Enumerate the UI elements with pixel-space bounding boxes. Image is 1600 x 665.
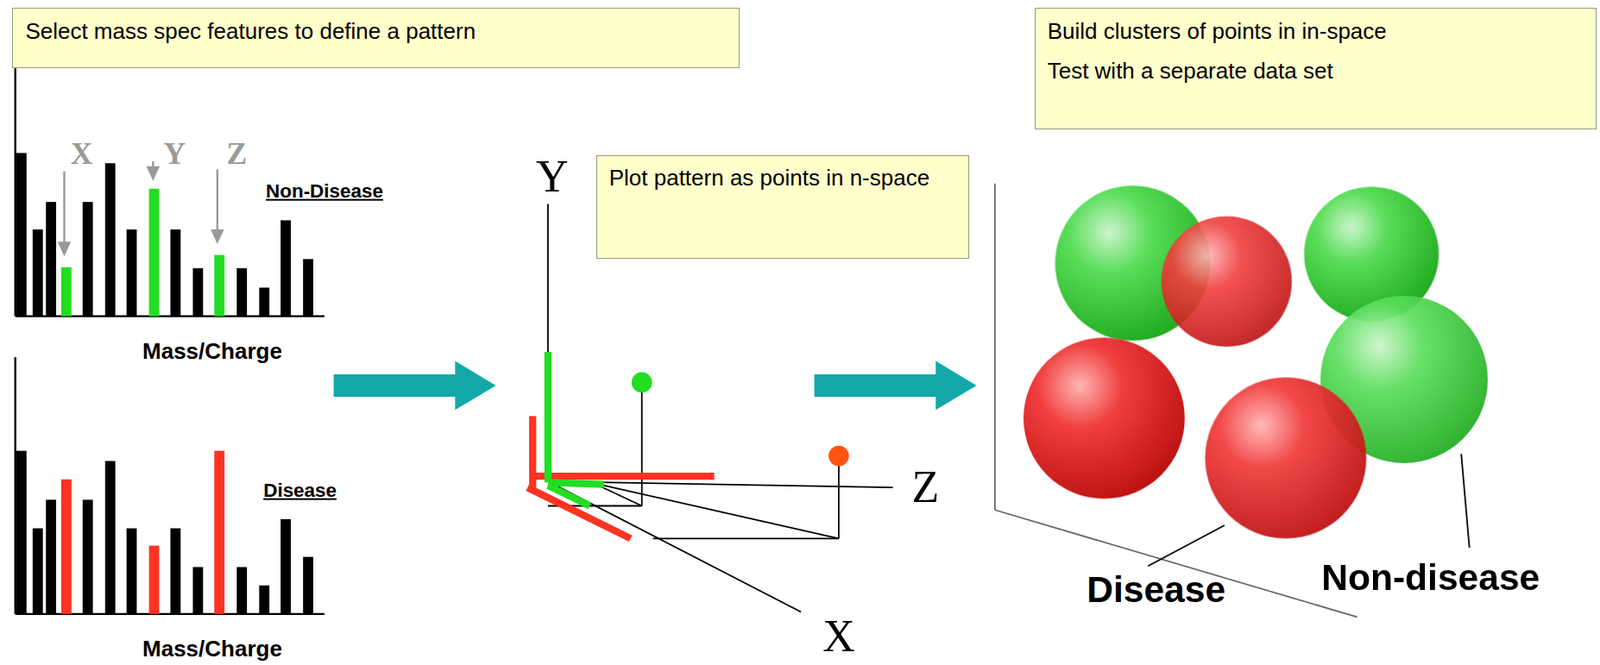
clusters bbox=[1023, 185, 1488, 539]
class-label: Disease bbox=[263, 479, 337, 502]
step-box: Plot pattern as points in n-space bbox=[596, 155, 971, 260]
peak-letter: Y bbox=[163, 137, 186, 171]
axis-label: Mass/Charge bbox=[142, 636, 283, 662]
axis-label: Mass/Charge bbox=[142, 338, 283, 364]
cluster-label: Non-disease bbox=[1321, 557, 1540, 599]
step-box-text: Build clusters of points in in-space bbox=[1047, 17, 1584, 47]
step-box-text: Plot pattern as points in n-space bbox=[609, 163, 957, 194]
axis-name: X bbox=[822, 611, 856, 662]
step-box: Select mass spec features to define a pa… bbox=[12, 7, 740, 69]
step-box-text: Test with a separate data set bbox=[1047, 56, 1584, 87]
axis-name: Z bbox=[912, 463, 940, 513]
peak-letter: Z bbox=[226, 137, 247, 171]
cluster-label: Disease bbox=[1086, 569, 1226, 611]
step-box-text: Select mass spec features to define a pa… bbox=[25, 17, 727, 47]
peak-letter: X bbox=[70, 137, 94, 171]
axes-3d bbox=[548, 204, 894, 613]
class-label: Non-Disease bbox=[265, 181, 384, 203]
axis-name: Y bbox=[535, 151, 569, 202]
flow-arrow bbox=[333, 361, 497, 411]
step-box: Build clusters of points in in-spaceTest… bbox=[1034, 7, 1598, 130]
flow-arrow bbox=[814, 361, 977, 411]
